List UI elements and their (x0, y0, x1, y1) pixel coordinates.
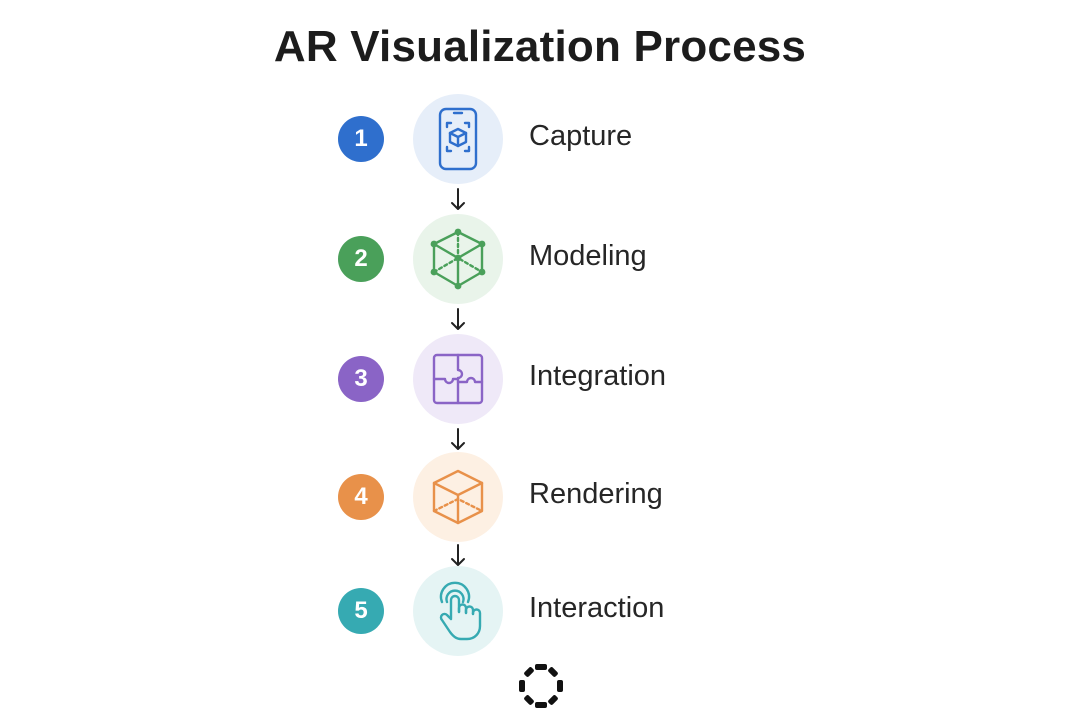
step-number-badge: 5 (338, 588, 384, 634)
step-label: Interaction (529, 592, 665, 624)
step-rendering: 4 Rendering (0, 452, 1080, 542)
page-title: AR Visualization Process (273, 22, 807, 71)
step-modeling: 2 Modeling (0, 214, 1080, 304)
logo-icon (519, 664, 563, 708)
arrow-down-icon (451, 308, 465, 330)
puzzle-icon (413, 334, 503, 424)
step-label: Capture (529, 120, 633, 152)
cube-icon (413, 452, 503, 542)
step-interaction: 5 Interaction (0, 566, 1080, 656)
touch-hand-icon (413, 566, 503, 656)
step-label: Modeling (529, 240, 647, 272)
step-label: Rendering (529, 478, 663, 510)
arrow-down-icon (451, 544, 465, 566)
step-number-badge: 3 (338, 356, 384, 402)
step-integration: 3 Integration (0, 334, 1080, 424)
step-number-badge: 2 (338, 236, 384, 282)
step-label: Integration (529, 360, 667, 392)
step-number-badge: 1 (338, 116, 384, 162)
step-capture: 1 Capture (0, 94, 1080, 184)
step-number-badge: 4 (338, 474, 384, 520)
wireframe-cube-icon (413, 214, 503, 304)
arrow-down-icon (451, 428, 465, 450)
smartphone-ar-icon (413, 94, 503, 184)
arrow-down-icon (451, 188, 465, 210)
